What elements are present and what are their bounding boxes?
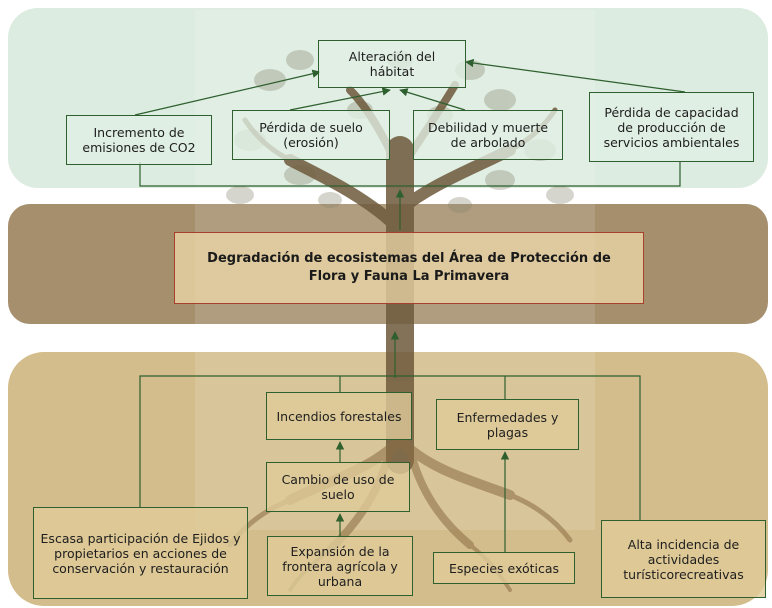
cause-frontier-expansion: Expansión de la frontera agrícola y urba… (267, 536, 413, 596)
effect-tree-decline: Debilidad y muerte de arbolado (413, 110, 563, 160)
cause-low-participation: Escasa participación de Ejidos y propiet… (33, 507, 248, 599)
effect-co2-emissions: Incremento de emisiones de CO2 (66, 115, 212, 165)
effect-habitat-alteration: Alteración del hábitat (318, 40, 466, 88)
cause-tourism-activities: Alta incidencia de actividades turístico… (601, 520, 766, 598)
effect-soil-loss: Pérdida de suelo (erosión) (232, 110, 390, 160)
cause-exotic-species: Especies exóticas (433, 552, 575, 584)
cause-forest-fires: Incendios forestales (266, 392, 412, 440)
effect-ecosystem-services-loss: Pérdida de capacidad de producción de se… (589, 92, 754, 162)
cause-land-use-change: Cambio de uso de suelo (266, 462, 410, 512)
effect-connectors (134, 58, 686, 230)
cause-diseases-pests: Enfermedades y plagas (436, 399, 579, 450)
core-problem: Degradación de ecosistemas del Área de P… (174, 232, 644, 304)
cause-connectors (139, 331, 641, 552)
